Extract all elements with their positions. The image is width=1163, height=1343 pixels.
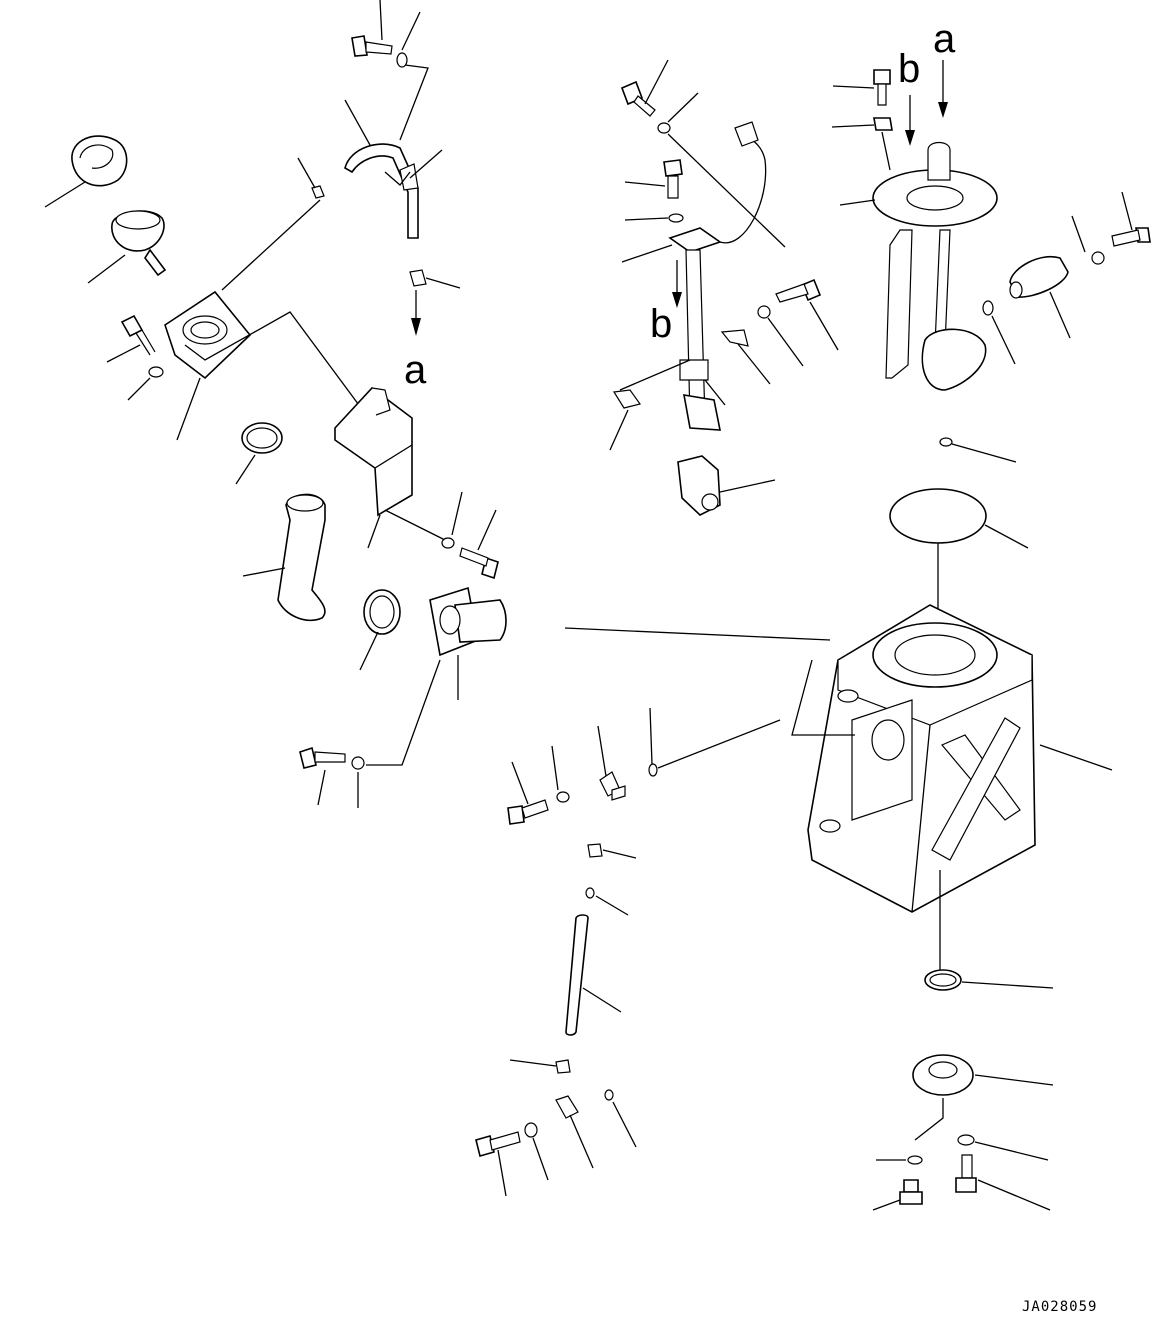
fuel-level-sender [619, 121, 767, 431]
bolt-pump-top [832, 69, 891, 106]
pump-connector [1009, 255, 1071, 339]
mounting-bracket [334, 386, 446, 549]
clip-lower [609, 389, 642, 451]
bolt-sender-mid [624, 159, 683, 199]
o-ring-gauge-mid [585, 887, 629, 916]
drain-o-ring [924, 969, 1054, 991]
clip-small [720, 329, 771, 385]
filler-flange-adapter [164, 290, 371, 441]
tank-inlet-flange [429, 586, 507, 700]
arrow-b-right [905, 95, 915, 146]
washer-bracket [441, 491, 463, 549]
washer-sender [657, 92, 786, 248]
bolt-bracket [459, 509, 499, 580]
washer-gauge-top [551, 745, 570, 803]
washer-pump-right [1071, 215, 1105, 265]
washer-top [396, 11, 429, 141]
bolt-gauge-top [507, 761, 549, 825]
hose-clamp-upper [235, 422, 283, 485]
washer-left-1 [127, 366, 164, 401]
arrow-a-right [938, 60, 948, 118]
elbow-fitting-a [409, 269, 461, 336]
fuel-tank [564, 604, 1113, 970]
hose-clamp-lower [359, 589, 401, 671]
elbow-fitting-small [221, 157, 325, 291]
washer-drain [957, 1134, 1049, 1161]
fitting-gauge [587, 843, 637, 859]
tube-clip [384, 149, 443, 191]
bolt-top [351, 0, 393, 57]
bolt-gauge-lower [475, 1131, 521, 1197]
bolt-left-2 [299, 746, 346, 806]
o-ring-pump-bottom [939, 437, 1017, 463]
nut-pump [831, 117, 893, 171]
label-a-right: a [933, 17, 956, 61]
washer-left-2 [351, 659, 441, 808]
breather-tube [344, 99, 419, 239]
o-ring-small [982, 300, 1016, 365]
elbow-gauge-top [597, 725, 626, 801]
o-ring-gauge-lower [604, 1089, 637, 1148]
bolt-drain [955, 1154, 1051, 1211]
drawing-code: JA028059 [1022, 1299, 1097, 1315]
o-ring-drain [876, 1155, 923, 1165]
washer-sender-right [757, 305, 804, 367]
sight-gauge-tube [565, 914, 622, 1036]
pump-flange-assembly [839, 141, 998, 391]
float-switch [677, 455, 776, 516]
label-b-right: b [898, 47, 920, 91]
drain-cover [912, 1054, 1054, 1141]
bolt-sender-top [620, 59, 669, 117]
bolt-sender-right [775, 278, 839, 351]
elbow-gauge-lower [555, 1095, 594, 1169]
label-b-center: b [650, 302, 672, 346]
bolt-pump-right [1111, 191, 1151, 247]
o-ring-gauge-top [648, 707, 781, 777]
filler-hose-elbow [242, 493, 326, 622]
filler-neck-strainer [87, 210, 167, 284]
plug-drain [872, 1179, 923, 1211]
washer-sender-mid [624, 213, 684, 223]
filler-cap [44, 135, 128, 208]
bolt-left-1 [106, 314, 156, 363]
label-a-left: a [404, 348, 427, 392]
fitting-gauge-lower [509, 1059, 571, 1074]
washer-gauge-lower [524, 1122, 549, 1181]
